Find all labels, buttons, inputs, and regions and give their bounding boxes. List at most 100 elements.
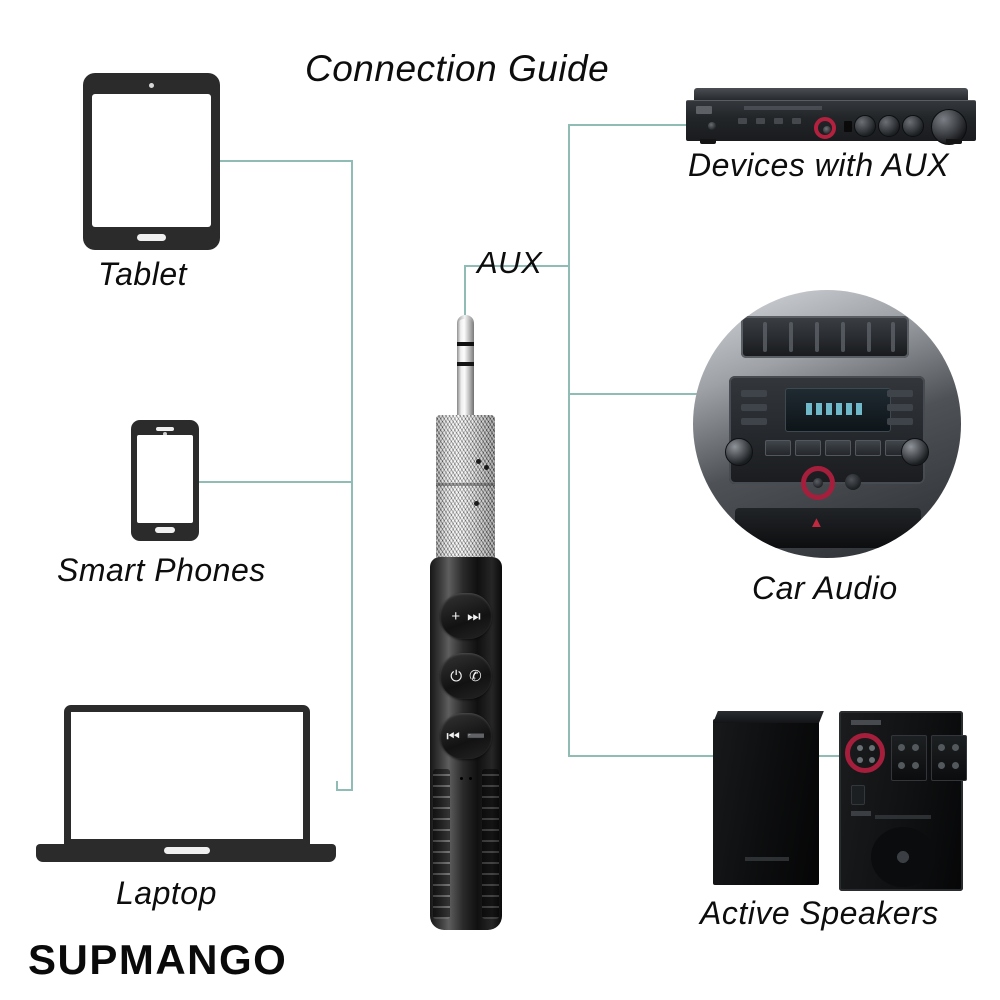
amp-logo-icon (696, 106, 712, 114)
button-power-call[interactable]: ⏻ ✆ (440, 653, 492, 699)
car-radio-display (785, 388, 891, 432)
jack-ring-2 (457, 362, 474, 366)
phone-camera-icon (163, 432, 167, 436)
phone-screen (137, 435, 193, 523)
wire-aux-branch (464, 265, 569, 267)
car-aux-port-highlight (801, 466, 835, 500)
amp-top-panel (694, 88, 968, 101)
amp-button-1 (738, 118, 747, 124)
receiver-grille-left (433, 769, 450, 919)
amp-foot-right (946, 139, 962, 144)
wire-amp-branch (568, 124, 690, 126)
car-side-button-5 (887, 404, 913, 411)
speaker-woofer-grille (871, 827, 935, 887)
amp-knob-2 (878, 115, 900, 137)
speaker-control-panel-2 (891, 735, 927, 781)
car-preset-2 (795, 440, 821, 456)
next-track-icon: ⏭ (467, 607, 481, 625)
barrel-seam (436, 483, 495, 486)
speaker-left-brand-text (745, 857, 789, 861)
barrel-dot-1 (476, 459, 481, 464)
knurled-barrel (436, 415, 495, 565)
phone-home-button-icon (155, 527, 175, 533)
label-devices-with-aux: Devices with AUX (688, 147, 950, 183)
speaker-power-switch (851, 785, 865, 805)
amp-button-4 (792, 118, 801, 124)
amp-front-panel (686, 100, 976, 145)
car-secondary-port (845, 474, 861, 490)
wire-car-branch (568, 393, 733, 395)
receiver-grille-right (482, 769, 499, 919)
speaker-right-cabinet (839, 711, 967, 891)
bluetooth-aux-receiver: + ⏭ ⏻ ✆ ⏮ ➖ (412, 305, 532, 930)
speaker-aux-input-highlight (845, 733, 885, 773)
plus-icon: + (451, 607, 461, 625)
amp-button-3 (774, 118, 783, 124)
button-volume-up-next[interactable]: + ⏭ (440, 593, 492, 639)
car-hazard-icon: ▲ (809, 514, 825, 531)
wire-laptop-branch (336, 789, 353, 791)
speaker-brand-text (851, 720, 881, 725)
amp-foot-left (700, 139, 716, 144)
wire-tablet-branch (220, 160, 353, 162)
jack-shaft (457, 366, 474, 418)
car-preset-1 (765, 440, 791, 456)
car-side-button-4 (887, 390, 913, 397)
receiver-body: + ⏭ ⏻ ✆ ⏮ ➖ (430, 557, 502, 930)
label-tablet: Tablet (98, 256, 187, 292)
call-icon: ✆ (469, 668, 482, 685)
tablet-camera-icon (149, 83, 154, 88)
amp-model-text (744, 106, 822, 110)
car-head-unit (725, 376, 929, 484)
jack-ring-1 (457, 342, 474, 346)
wire-aux-drop (464, 265, 466, 319)
car-side-button-6 (887, 418, 913, 425)
car-air-vent (741, 316, 909, 358)
car-preset-3 (825, 440, 851, 456)
amp-slot (844, 121, 852, 132)
page-title: Connection Guide (305, 48, 610, 89)
car-preset-4 (855, 440, 881, 456)
barrel-dot-3 (474, 501, 479, 506)
amp-knob-3 (902, 115, 924, 137)
brand-wordmark: SUPMANGO (28, 936, 288, 983)
car-audio-photo: ▲ (693, 290, 961, 558)
speaker-label-text (851, 811, 871, 816)
laptop-screen (64, 705, 310, 846)
tablet-home-button-icon (137, 234, 166, 241)
amp-knob-1 (854, 115, 876, 137)
minus-icon: ➖ (466, 728, 486, 745)
amp-headphone-port (708, 122, 716, 130)
active-speakers-icon (713, 711, 971, 893)
wire-right-trunk (568, 124, 570, 757)
wire-phone-branch (199, 481, 353, 483)
smartphone-icon (131, 420, 199, 541)
power-icon: ⏻ (450, 667, 463, 685)
wire-laptop-drop (336, 781, 338, 791)
car-side-button-3 (741, 418, 767, 425)
label-aux: AUX (477, 245, 543, 280)
speaker-control-panel-3 (931, 735, 967, 781)
speaker-left-top (713, 711, 824, 723)
laptop-trackpad-icon (164, 847, 210, 854)
button-prev-volume-down[interactable]: ⏮ ➖ (440, 713, 492, 759)
label-smart-phones: Smart Phones (57, 552, 266, 588)
speaker-left-cabinet (713, 711, 824, 885)
phone-speaker-icon (156, 427, 174, 431)
tablet-icon (83, 73, 220, 250)
previous-track-icon: ⏮ (446, 727, 460, 745)
aux-amplifier-icon (686, 88, 976, 146)
amp-button-2 (756, 118, 765, 124)
speaker-spec-text (875, 815, 931, 819)
label-active-speakers: Active Speakers (700, 895, 939, 931)
aux-port-highlight (814, 117, 836, 139)
microphone-icon (460, 777, 474, 781)
label-laptop: Laptop (116, 875, 217, 911)
laptop-icon (36, 705, 336, 865)
barrel-dot-2 (484, 465, 489, 470)
car-knob-right (901, 438, 929, 466)
car-lower-console (735, 508, 921, 548)
car-side-button-2 (741, 404, 767, 411)
label-car-audio: Car Audio (752, 570, 898, 606)
